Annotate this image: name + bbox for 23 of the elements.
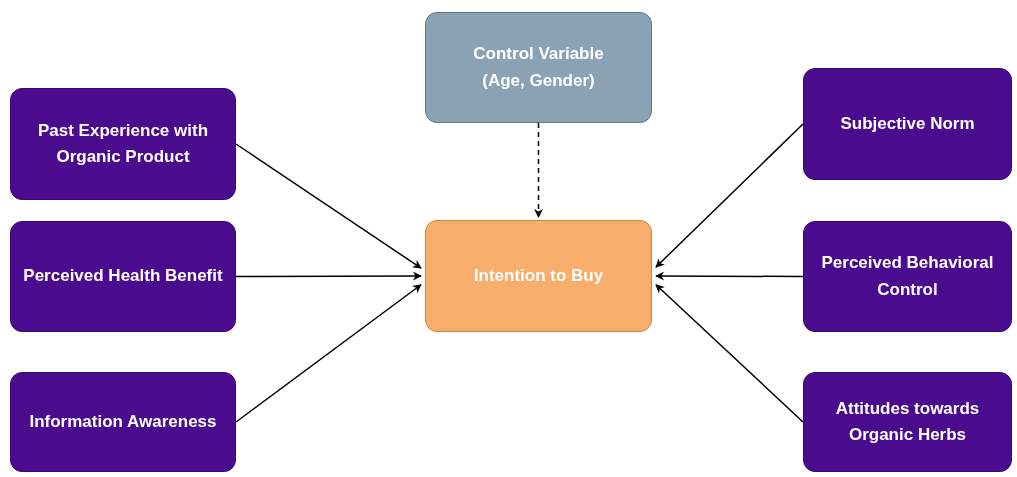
factor-box xyxy=(803,221,1012,332)
box-label: Control Variable (Age, Gender) xyxy=(472,43,605,92)
box-label: Information Awareness xyxy=(29,410,217,433)
box-label: Past Experience with Organic Product xyxy=(36,119,210,168)
arrow xyxy=(235,143,422,269)
factor-box xyxy=(803,372,1012,472)
arrow xyxy=(235,271,422,281)
box-label: Attitudes towards Organic Herbs xyxy=(834,397,981,446)
arrow xyxy=(235,284,422,423)
box-label: Perceived Behavioral Control xyxy=(820,252,995,301)
arrow xyxy=(655,123,804,268)
factor-box xyxy=(10,221,236,332)
box-label: Subjective Norm xyxy=(840,112,975,135)
box-label: Intention to Buy xyxy=(473,264,604,287)
control-variable-box xyxy=(425,12,652,123)
arrow xyxy=(655,271,804,281)
factor-box xyxy=(10,372,236,472)
arrow xyxy=(655,284,804,423)
box-label: Perceived Health Benefit xyxy=(23,265,223,288)
factor-box xyxy=(10,88,236,200)
outcome-box xyxy=(425,220,652,332)
factor-box xyxy=(803,68,1012,180)
arrow xyxy=(534,122,543,218)
